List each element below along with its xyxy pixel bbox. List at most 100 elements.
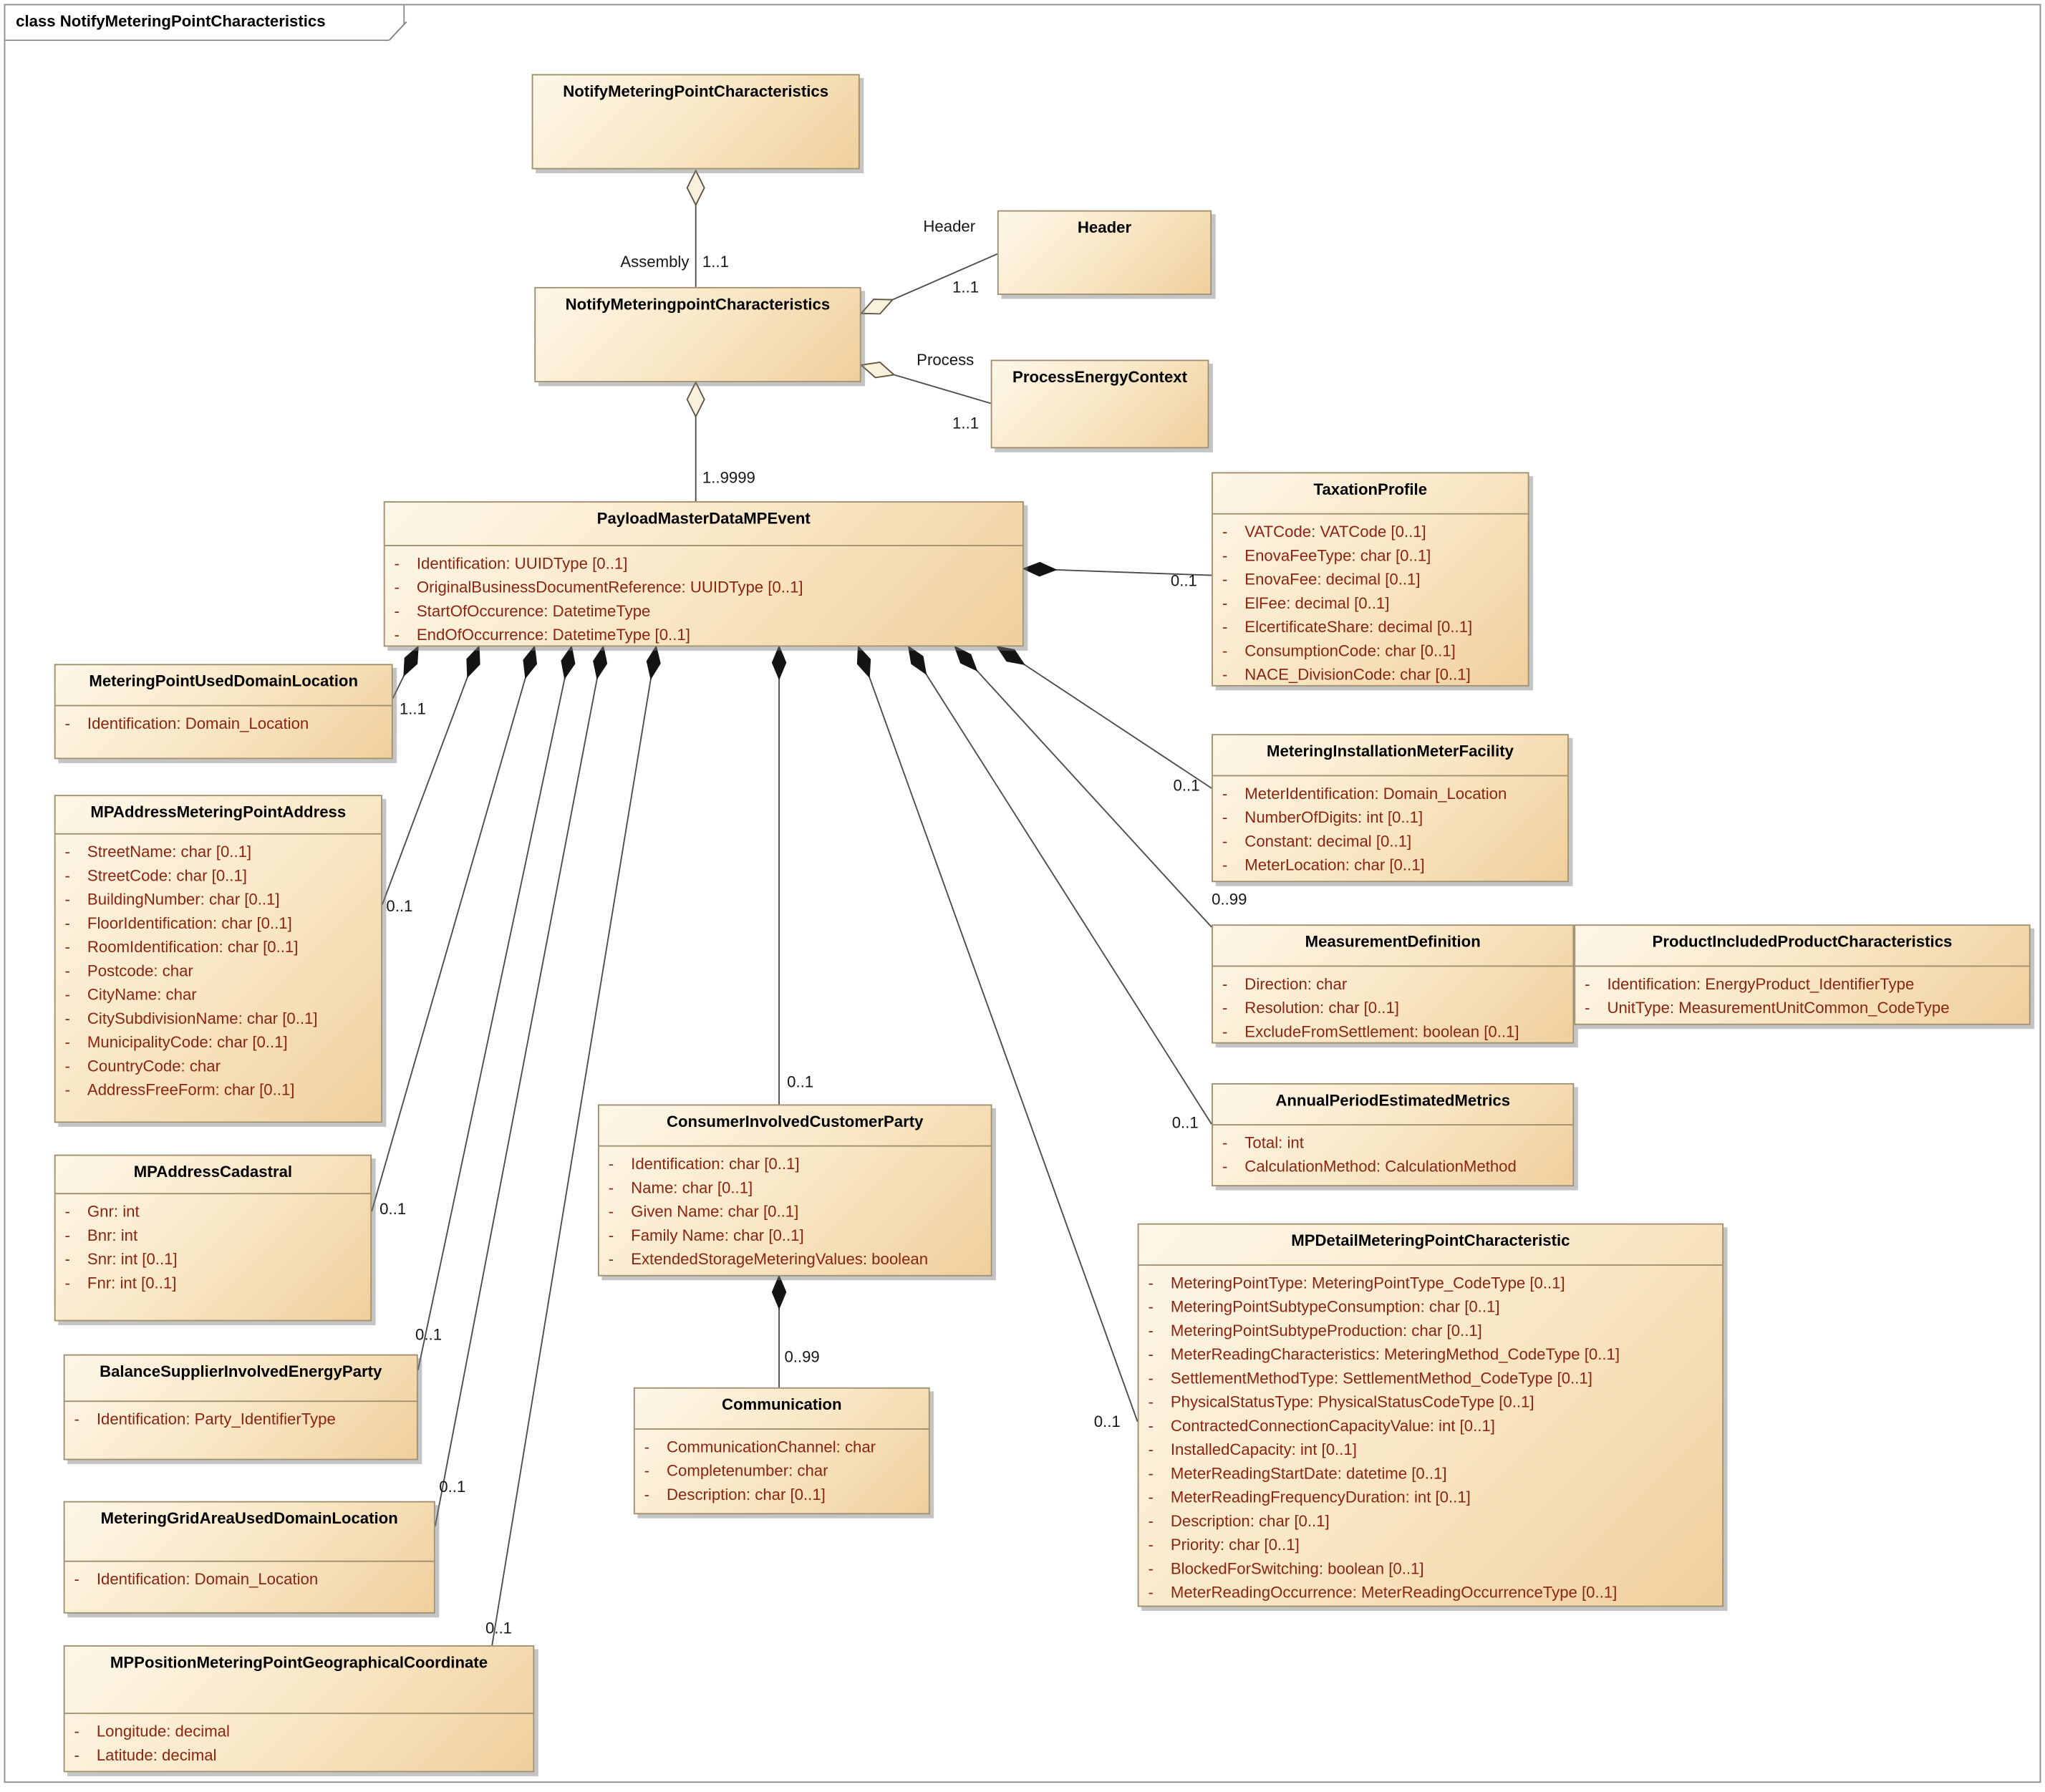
composition-measurement-definition bbox=[954, 645, 1212, 928]
multiplicity-measurement-definition: 0..99 bbox=[1212, 890, 1247, 909]
class-attributes: -Direction: char-Resolution: char [0..1]… bbox=[1212, 965, 1573, 1047]
class-attributes bbox=[536, 317, 860, 325]
class-attribute: -Priority: char [0..1] bbox=[1148, 1535, 1300, 1554]
class-attributes: -Total: int -CalculationMethod: Calculati… bbox=[1212, 1124, 1573, 1181]
class-attribute: -StreetName: char [0..1] bbox=[64, 842, 252, 861]
class-attributes: -Gnr: int-Bnr: int-Snr: int [0..1]-Fnr: … bbox=[55, 1193, 371, 1297]
composition-mp-used-domain bbox=[392, 645, 419, 699]
class-attributes: -Identification: Domain_Location bbox=[55, 704, 392, 738]
class-attributes bbox=[533, 105, 858, 112]
class-attribute: -MeterReadingStartDate: datetime [0..1] bbox=[1148, 1463, 1447, 1483]
aggregation-header bbox=[859, 253, 998, 315]
diagram-frame: class NotifyMeteringPointCharacteristics bbox=[4, 4, 2041, 1783]
class-title: Communication bbox=[721, 1395, 842, 1414]
composition-mp-detail bbox=[856, 645, 1138, 1423]
multiplicity-consumer: 0..1 bbox=[787, 1072, 814, 1092]
role-label-process: Process bbox=[917, 350, 975, 369]
class-title: MPDetailMeteringPointCharacteristic bbox=[1291, 1231, 1570, 1250]
class-title: MPAddressCadastral bbox=[133, 1162, 293, 1181]
class-payloadmasterdatampevent[interactable]: PayloadMasterDataMPEvent -Identification… bbox=[383, 501, 1024, 647]
class-attribute: -MeterIdentification: Domain_Location bbox=[1222, 784, 1507, 803]
class-attribute: -MeteringPointSubtypeConsumption: char [… bbox=[1148, 1297, 1500, 1317]
class-attribute: -OriginalBusinessDocumentReference: UUID… bbox=[394, 578, 803, 597]
frame-title: class NotifyMeteringPointCharacteristics bbox=[16, 11, 326, 31]
class-attribute: -Fnr: int [0..1] bbox=[64, 1273, 177, 1292]
class-attribute: -Family Name: char [0..1] bbox=[608, 1226, 804, 1245]
class-title: BalanceSupplierInvolvedEnergyParty bbox=[100, 1362, 382, 1381]
class-attributes: -MeteringPointType: MeteringPointType_Co… bbox=[1138, 1264, 1723, 1607]
class-attribute: -CountryCode: char bbox=[64, 1056, 221, 1075]
composition-communication bbox=[771, 1274, 787, 1387]
composition-balance-supplier bbox=[417, 644, 576, 1370]
class-annualperiodestimatedmetrics[interactable]: AnnualPeriodEstimatedMetrics -Total: int… bbox=[1212, 1083, 1575, 1187]
multiplicity-mp-detail: 0..1 bbox=[1093, 1412, 1121, 1431]
class-balancesupplierinvolvedenergyparty[interactable]: BalanceSupplierInvolvedEnergyParty -Iden… bbox=[63, 1354, 418, 1461]
class-attribute: -InstalledCapacity: int [0..1] bbox=[1148, 1440, 1357, 1459]
class-title: Header bbox=[1077, 218, 1132, 237]
class-attribute: -Postcode: char bbox=[64, 961, 193, 980]
class-attribute: -Identification: Domain_Location bbox=[74, 1569, 319, 1589]
class-attribute: -MeterReadingFrequencyDuration: int [0..… bbox=[1148, 1488, 1471, 1507]
class-taxationprofile[interactable]: TaxationProfile -VATCode: VATCode [0..1]… bbox=[1212, 472, 1529, 687]
class-attribute: -MeterReadingOccurrence: MeterReadingOcc… bbox=[1148, 1583, 1618, 1602]
class-attribute: -Identification: Domain_Location bbox=[64, 714, 309, 733]
class-attribute: -EndOfOccurrence: DatetimeType [0..1] bbox=[394, 625, 690, 644]
class-attribute: -Given Name: char [0..1] bbox=[608, 1202, 799, 1221]
class-notifymeteringpointcharacteristics-assembly[interactable]: NotifyMeteringpointCharacteristics bbox=[534, 286, 861, 382]
class-attribute: -Latitude: decimal bbox=[74, 1745, 217, 1765]
class-mpaddressmeteringpointaddress[interactable]: MPAddressMeteringPointAddress -StreetNam… bbox=[54, 795, 382, 1123]
class-attribute: -CitySubdivisionName: char [0..1] bbox=[64, 1009, 318, 1028]
class-attribute: -Identification: char [0..1] bbox=[608, 1154, 800, 1173]
role-label-assembly: Assembly bbox=[620, 252, 690, 271]
class-mppositionmeteringpointgeographicalcoordinate[interactable]: MPPositionMeteringPointGeographicalCoord… bbox=[63, 1645, 535, 1773]
class-attribute: -Gnr: int bbox=[64, 1202, 140, 1221]
class-attribute: -StartOfOccurence: DatetimeType bbox=[394, 601, 651, 621]
class-header[interactable]: Header bbox=[997, 210, 1212, 295]
class-attribute: -BuildingNumber: char [0..1] bbox=[64, 890, 280, 909]
class-measurementdefinition[interactable]: MeasurementDefinition -Direction: char-R… bbox=[1212, 924, 1575, 1044]
class-attribute: -CommunicationChannel: char bbox=[644, 1438, 876, 1456]
multiplicity-mp-address: 0..1 bbox=[386, 896, 413, 916]
class-processenergycontext[interactable]: ProcessEnergyContext bbox=[990, 359, 1209, 449]
class-attributes: -Identification: char [0..1]-Name: char … bbox=[599, 1145, 991, 1274]
multiplicity-payload: 1..9999 bbox=[702, 468, 755, 487]
class-title: MeteringPointUsedDomainLocation bbox=[89, 672, 359, 691]
composition-taxation bbox=[1022, 561, 1212, 577]
multiplicity-assembly: 1..1 bbox=[702, 252, 729, 271]
class-attribute: -MunicipalityCode: char [0..1] bbox=[64, 1032, 288, 1052]
class-attribute: -UnitType: MeasurementUnitCommon_CodeTyp… bbox=[1585, 998, 1950, 1017]
multiplicity-taxation: 0..1 bbox=[1170, 571, 1197, 590]
class-attributes: -CommunicationChannel: char-Completenumb… bbox=[634, 1428, 929, 1509]
class-mpdetailmeteringpointcharacteristic[interactable]: MPDetailMeteringPointCharacteristic -Met… bbox=[1137, 1223, 1724, 1607]
class-attribute: -Total: int bbox=[1222, 1133, 1304, 1152]
class-title: MeasurementDefinition bbox=[1305, 932, 1481, 951]
multiplicity-mp-used-domain: 1..1 bbox=[399, 699, 426, 719]
class-attributes bbox=[992, 390, 1207, 398]
class-attribute: -CalculationMethod: CalculationMethod bbox=[1222, 1157, 1517, 1176]
class-title: ConsumerInvolvedCustomerParty bbox=[666, 1112, 924, 1131]
composition-metering-installation bbox=[995, 646, 1212, 789]
class-attribute: -MeterReadingCharacteristics: MeteringMe… bbox=[1148, 1345, 1620, 1364]
class-title: MeteringGridAreaUsedDomainLocation bbox=[100, 1508, 398, 1528]
class-attribute: -NACE_DivisionCode: char [0..1] bbox=[1222, 665, 1471, 684]
class-title: NotifyMeteringPointCharacteristics bbox=[563, 82, 829, 101]
class-attribute: -StreetCode: char [0..1] bbox=[64, 866, 247, 885]
class-title: MPPositionMeteringPointGeographicalCoord… bbox=[110, 1653, 488, 1672]
class-notifymeteringpointcharacteristics-root[interactable]: NotifyMeteringPointCharacteristics bbox=[531, 74, 860, 170]
class-consumerinvolvedcustomerparty[interactable]: ConsumerInvolvedCustomerParty -Identific… bbox=[597, 1104, 992, 1277]
class-meteringpointuseddomainlocation[interactable]: MeteringPointUsedDomainLocation -Identif… bbox=[54, 664, 393, 760]
class-productincludedproductcharacteristics[interactable]: ProductIncludedProductCharacteristics -I… bbox=[1574, 924, 2031, 1025]
composition-metering-grid bbox=[434, 644, 608, 1526]
class-attribute: -MeterLocation: char [0..1] bbox=[1222, 856, 1425, 875]
composition-annual-period bbox=[907, 645, 1212, 1125]
class-communication[interactable]: Communication -CommunicationChannel: cha… bbox=[633, 1387, 930, 1515]
class-title: PayloadMasterDataMPEvent bbox=[596, 509, 811, 528]
class-meteringgridareauseddomainlocation[interactable]: MeteringGridAreaUsedDomainLocation -Iden… bbox=[63, 1501, 435, 1614]
class-attribute: -ElcertificateShare: decimal [0..1] bbox=[1222, 617, 1473, 636]
class-mpaddresscadastral[interactable]: MPAddressCadastral -Gnr: int-Bnr: int-Sn… bbox=[54, 1154, 372, 1322]
class-meteringinstallationmeterfacility[interactable]: MeteringInstallationMeterFacility -Meter… bbox=[1212, 734, 1569, 883]
class-attribute: -Resolution: char [0..1] bbox=[1222, 998, 1399, 1017]
class-attribute: -RoomIdentification: char [0..1] bbox=[64, 937, 299, 956]
class-title: NotifyMeteringpointCharacteristics bbox=[565, 294, 831, 314]
